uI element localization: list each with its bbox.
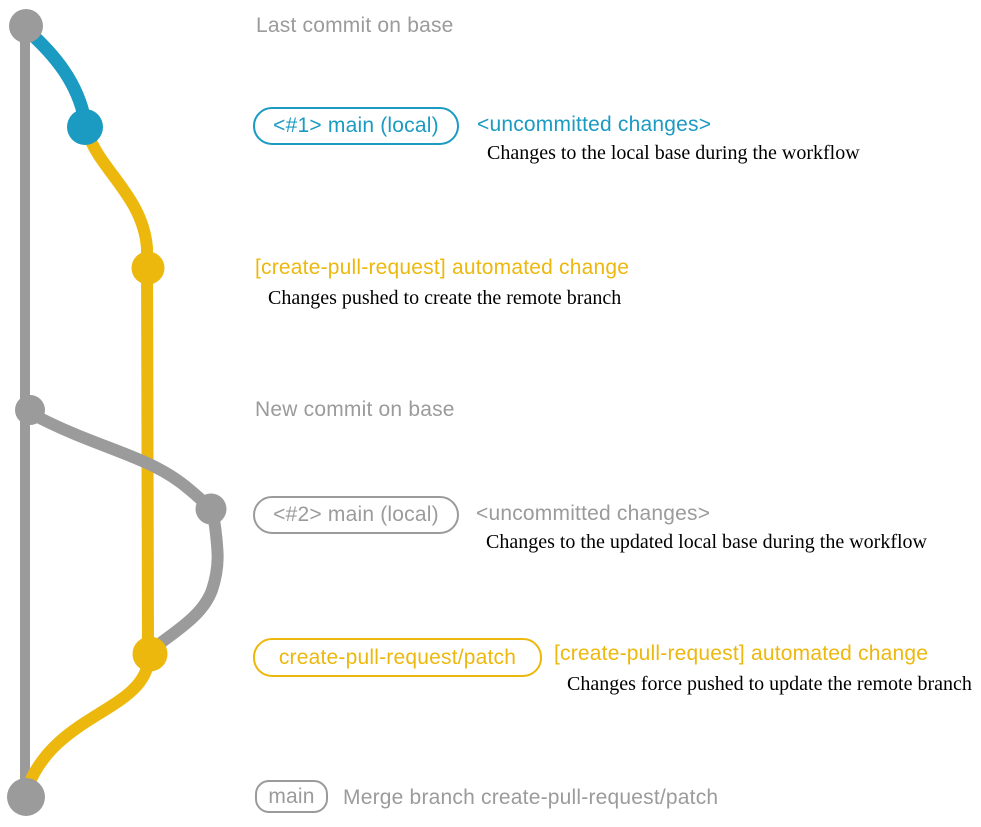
automated-change-2-desc: Changes force pushed to update the remot… [567,673,972,695]
uncommitted-changes-2: <uncommitted changes> [476,502,711,525]
uncommitted-changes-2-desc: Changes to the updated local base during… [486,531,927,553]
edge-rebase-branch [26,408,224,656]
last-commit-label: Last commit on base [256,14,454,37]
commit-dot-remote-2 [132,636,168,672]
badge-main-local-1-label: <#1> main (local) [273,114,439,137]
edge-merge-into-main [21,651,155,795]
uncommitted-changes-1-desc: Changes to the local base during the wor… [487,142,860,164]
edge-remote-branch [81,125,154,657]
edge-local-checkout [20,23,92,128]
badge-main-label: main [268,784,315,808]
automated-change-2-title: [create-pull-request] automated change [554,642,929,665]
badge-main-local-1: <#1> main (local) [253,107,459,145]
badge-patch-branch: create-pull-request/patch [253,638,542,677]
badge-main: main [255,780,328,813]
commit-dot-base-new [15,395,45,425]
badge-main-local-2: <#2> main (local) [253,496,459,534]
automated-change-1-title: [create-pull-request] automated change [255,256,630,279]
commit-graph [7,9,227,816]
badge-patch-branch-label: create-pull-request/patch [278,645,517,669]
merge-commit-label: Merge branch create-pull-request/patch [343,786,719,809]
commit-dot-merge [7,778,45,816]
commit-dot-remote-1 [131,251,165,285]
commit-dot-base-top [9,9,43,43]
commit-dot-local-1 [67,109,103,145]
automated-change-1-desc: Changes pushed to create the remote bran… [268,287,622,309]
new-commit-label: New commit on base [255,398,455,421]
commit-dot-local-2 [195,493,227,525]
uncommitted-changes-1: <uncommitted changes> [477,113,712,136]
badge-main-local-2-label: <#2> main (local) [273,503,439,526]
